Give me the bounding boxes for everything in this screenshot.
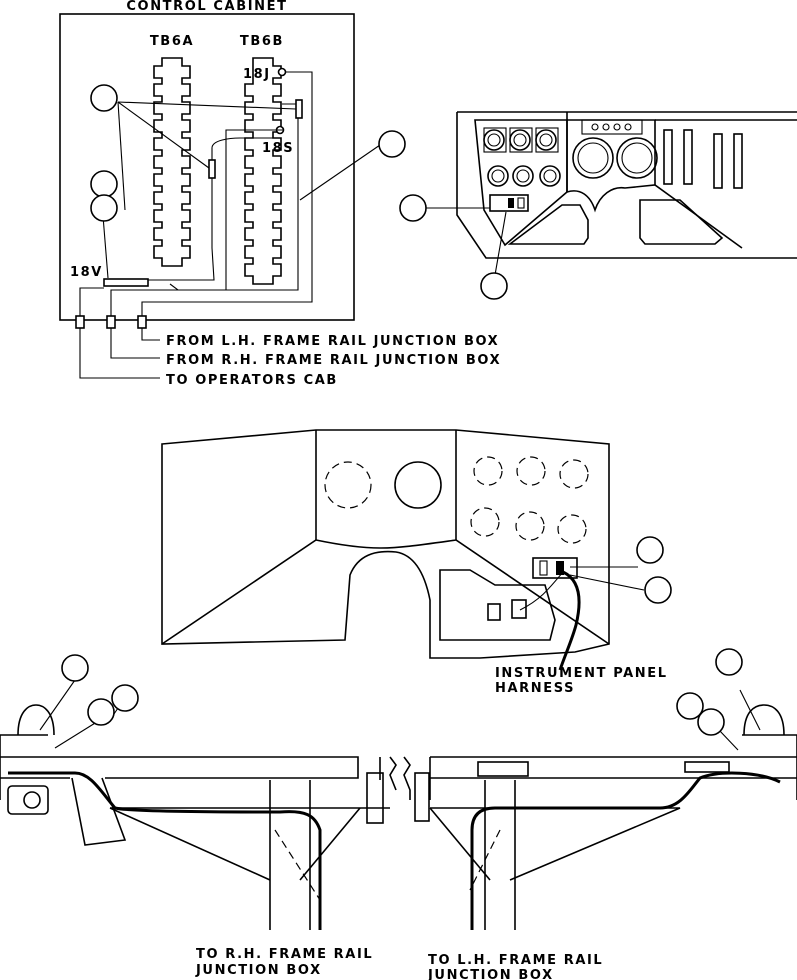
callout-circle [676,692,704,720]
callout-circle [644,576,672,604]
lh-box-label-line2: JUNCTION BOX [427,968,554,980]
from-lh-label: FROM L.H. FRAME RAIL JUNCTION BOX [166,334,499,349]
control-cabinet: CONTROL CABINET TB6A TB6B 18J 18S 18V [59,0,501,388]
terminal-18v-label: 18V [70,265,103,280]
callout-circle [480,272,508,300]
harness-label-line2: HARNESS [495,681,575,696]
instrument-panel-harness [558,570,581,671]
terminal-18j-label: 18J [243,67,271,82]
callout-circle [399,194,427,222]
callout-circle [378,130,406,158]
terminal-strip-tb6a [153,57,191,267]
gauge-outline [394,461,442,509]
callout-circle [90,170,118,198]
to-cab-label: TO OPERATORS CAB [166,373,338,388]
frame-rail-right: TO L.H. FRAME RAIL JUNCTION BOX [403,648,797,980]
instrument-panel-detail: INSTRUMENT PANEL HARNESS [161,429,672,696]
callout-circle [90,194,118,222]
connector-lh [137,315,147,329]
harness-label-line1: INSTRUMENT PANEL [495,666,668,681]
connector-to-cab [75,315,85,329]
frame-rail-left: TO R.H. FRAME RAIL JUNCTION BOX [0,654,397,978]
connector-rh [106,315,116,329]
tb6a-label: TB6A [150,34,194,49]
rh-box-label-line2: JUNCTION BOX [195,963,322,978]
gauge-outline [324,461,372,509]
cabinet-outline [59,13,355,321]
wire-splice-18v [103,278,149,287]
callout-circle [61,654,89,682]
terminal-strip-tb6b [244,57,282,285]
callout-circle [111,684,139,712]
dash-panel-detail [399,111,797,300]
tb6b-label: TB6B [240,34,284,49]
from-rh-label: FROM R.H. FRAME RAIL JUNCTION BOX [166,353,501,368]
callout-circle [87,698,115,726]
terminal-18s-label: 18S [262,141,294,156]
rh-box-label-line1: TO R.H. FRAME RAIL [196,947,373,962]
panel-switch-block [532,557,578,579]
callout-circle [715,648,743,676]
callout-circle [90,84,118,112]
terminal-18j-stud [277,67,287,77]
callout-circle [697,708,725,736]
lh-box-label-line1: TO L.H. FRAME RAIL [428,953,603,968]
cabinet-title: CONTROL CABINET [126,0,287,14]
cabinet-wiring [79,71,381,316]
dash-switch-block [489,194,529,212]
callout-circle [636,536,664,564]
